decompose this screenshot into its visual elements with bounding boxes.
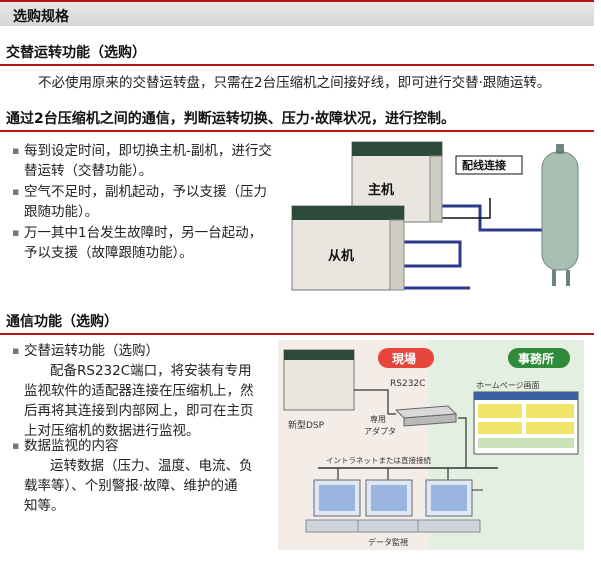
connection-label: 配线连接 <box>462 158 506 172</box>
header-bar: 选购规格 <box>0 0 594 26</box>
bullet-dot: ▪ <box>12 226 20 239</box>
section2-bullet-2: ▪ 空气不足时，副机起动，予以支援（压力 跟随功能）。 <box>12 182 267 222</box>
bullet-line: 载率等）、个别警报·故障、维护的通 <box>24 478 238 494</box>
bullet-line: 万一其中1台发生故障时，另一台起动， <box>24 225 263 241</box>
section1-title: 交替运转功能（选购） <box>6 45 146 61</box>
section3-title: 通信功能（选购） <box>6 314 118 330</box>
section2-bullet-1: ▪ 每到设定时间，即切换主机-副机，进行交 替运转（交替功能）。 <box>12 141 272 181</box>
compressor-link-figure: 主机 从机 配线连接 <box>291 141 579 291</box>
monitor-pc-1 <box>305 479 369 533</box>
bullet-dot: ▪ <box>12 439 20 452</box>
monitor-pc-2 <box>357 479 421 533</box>
office-label: 事務所 <box>518 351 554 366</box>
rs232c-line <box>354 389 396 415</box>
bullet-dot: ▪ <box>12 344 20 357</box>
sub-unit-label: 从机 <box>328 248 354 264</box>
homepage-screen-icon <box>473 391 579 455</box>
intranet-label: イントラネットまたは直接接続 <box>326 455 431 465</box>
adapter-label-2: アダプタ <box>364 426 396 436</box>
bullet-line: 知等。 <box>24 498 65 514</box>
sub-compressor <box>291 205 405 291</box>
adapter-label-1: 専用 <box>370 414 386 424</box>
section2-bullet-3: ▪ 万一其中1台发生故障时，另一台起动， 予以支援（故障跟随功能）。 <box>12 223 263 263</box>
bullet-line: 运转数据（压力、温度、电流、负 <box>50 458 253 474</box>
section1-rule <box>0 64 594 66</box>
main-unit-label: 主机 <box>368 182 394 198</box>
connection-label-box <box>455 155 523 175</box>
bullet-dot: ▪ <box>12 185 20 198</box>
bullet-line: 监视软件的适配器连接在压缩机上，然 <box>24 383 254 399</box>
bullet-line: 配备RS232C端口，将安装有专用 <box>50 363 252 379</box>
signal-line <box>430 198 491 219</box>
bullet-line: 每到设定时间，即切换主机-副机，进行交 <box>24 143 272 159</box>
bullet-line: 跟随功能）。 <box>24 204 99 220</box>
bullet-line: 替运转（交替功能）。 <box>24 163 153 179</box>
section3-rule <box>0 333 594 335</box>
bullet-line: 予以支援（故障跟随功能）。 <box>24 245 193 261</box>
bullet-head: 数据监视的内容 <box>24 438 119 454</box>
rs232c-label: RS232C <box>390 379 425 389</box>
section2-rule <box>0 130 594 132</box>
site-badge <box>378 348 434 368</box>
site-label: 現場 <box>392 351 416 366</box>
header-title: 选购规格 <box>13 9 69 25</box>
bullet-line: 上对压缩机的数据进行监视。 <box>24 423 200 439</box>
homepage-label: ホームページ画面 <box>476 381 540 390</box>
section2-title: 通过2台压缩机之间的通信，判断运转切换、压力·故障状况，进行控制。 <box>6 111 456 127</box>
data-monitor-label: データ監視 <box>368 537 408 547</box>
section3-bullet-2: ▪ 数据监视的内容 运转数据（压力、温度、电流、负 载率等）、个别警报·故障、维… <box>12 436 253 516</box>
section3-bullet-1: ▪ 交替运转功能（选购） 配备RS232C端口，将安装有专用 监视软件的适配器连… <box>12 341 254 441</box>
section1-text: 不必使用原来的交替运转盘，只需在2台压缩机之间接好线，即可进行交替·跟随运转。 <box>38 75 551 91</box>
dsp-label: 新型DSP <box>288 419 325 431</box>
bullet-line: 空气不足时，副机起动，予以支援（压力 <box>24 184 267 200</box>
dsp-compressor <box>283 349 355 411</box>
bullet-head: 交替运转功能（选购） <box>24 343 159 359</box>
bullet-dot: ▪ <box>12 144 20 157</box>
office-badge <box>508 348 570 368</box>
air-tank-icon <box>541 144 579 286</box>
bullet-line: 后再将其连接到内部网上，即可在主页 <box>24 403 254 419</box>
monitor-pc-3 <box>417 479 481 533</box>
monitoring-network-diagram: 現場 事務所 新型DSP RS232C 専用 アダプタ ホームページ画面 イント… <box>278 340 584 550</box>
